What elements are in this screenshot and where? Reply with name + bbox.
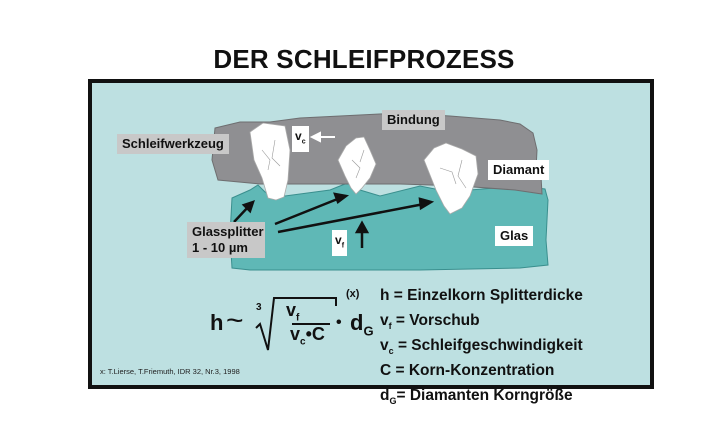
diamond-grain-3: [423, 142, 479, 215]
glassplitter-line1: Glassplitter: [192, 224, 264, 239]
legend-item: h = Einzelkorn Splitterdicke: [380, 287, 583, 304]
legend: h = Einzelkorn Splitterdicke vf = Vorsch…: [380, 286, 583, 411]
formula-times: •: [336, 314, 342, 331]
formula-numerator: vf: [286, 300, 300, 324]
label-vf: vf: [332, 230, 348, 257]
formula-root-index: 3: [256, 302, 262, 313]
citation: x: T.Lierse, T.Friemuth, IDR 32, Nr.3, 1…: [100, 367, 240, 376]
legend-item: vf = Vorschub: [380, 312, 480, 332]
diamond-grain-2: [337, 136, 377, 195]
legend-item: C = Korn-Konzentration: [380, 362, 555, 380]
formula-approx: ~: [226, 304, 244, 337]
root-sign-icon: [255, 297, 337, 351]
legend-item: vc = Schleifgeschwindigkeit: [380, 337, 583, 357]
label-diamant: Diamant: [488, 160, 550, 180]
page-title: DER SCHLEIFPROZESS: [213, 44, 515, 74]
formula-dg: dG: [350, 310, 374, 339]
label-schleifwerkzeug: Schleifwerkzeug: [117, 134, 229, 154]
label-vc: vc: [292, 126, 309, 153]
formula-exponent: (x): [346, 288, 360, 300]
legend-item: dG= Diamanten Korngröße: [380, 387, 573, 407]
label-bindung: Bindung: [382, 110, 445, 130]
formula-denominator: vc•C: [290, 324, 325, 348]
glassplitter-line2: 1 - 10 µm: [192, 240, 248, 255]
label-glas: Glas: [495, 226, 534, 246]
formula-h: h: [210, 310, 224, 335]
label-glassplitter: Glassplitter 1 - 10 µm: [187, 222, 265, 258]
